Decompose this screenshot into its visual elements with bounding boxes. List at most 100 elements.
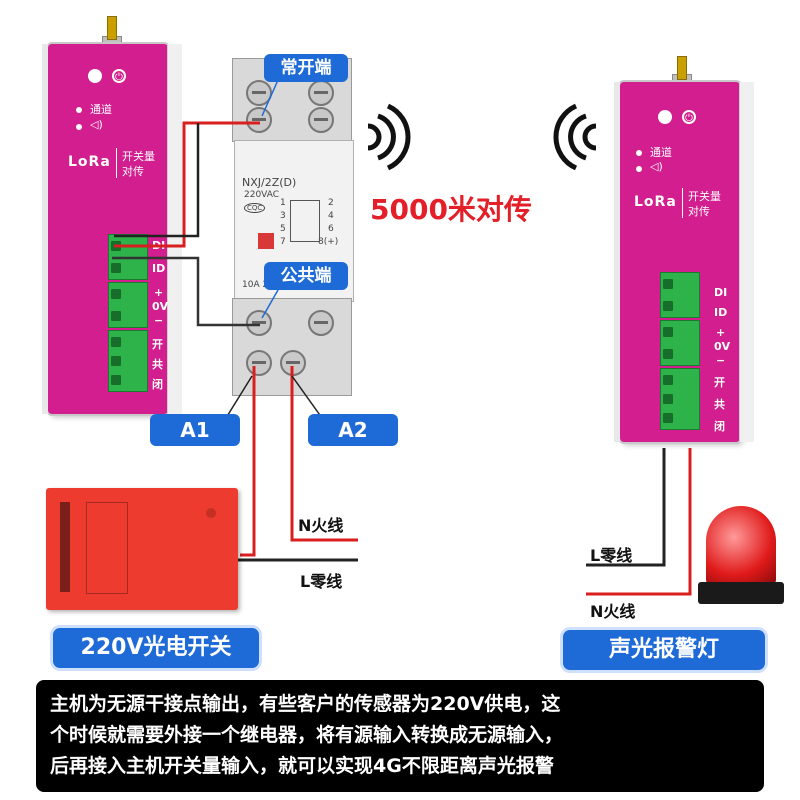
callout-a1-pointer [225, 375, 253, 419]
power-icon: ⏻ [112, 69, 126, 83]
relay-pin-4: 4 [328, 211, 334, 221]
side-label-common: 共 [714, 398, 725, 411]
terminal-screw [111, 263, 121, 273]
terminal-block-power [108, 282, 148, 328]
relay-pin-3: 3 [280, 211, 286, 221]
label-photoelectric-switch: 220V光电开关 [50, 625, 262, 671]
wire-label-left-l: L零线 [300, 572, 343, 591]
relay-screw-top-right [308, 107, 334, 133]
channel-label: 通道 [650, 146, 672, 159]
sensor-mount-hole [206, 508, 216, 518]
relay-pin-2: 2 [328, 198, 334, 208]
terminal-block-relay [660, 368, 700, 430]
right-lora-module: ⏻ 通道 ◁) LoRa 开关量 对传 DI ID + 0V − 开 共 闭 [614, 82, 754, 442]
relay-pin-7: 7 [280, 237, 286, 247]
side-label-close: 闭 [152, 378, 163, 391]
signal-icon: ◁) [650, 160, 663, 173]
module-rail-left [614, 82, 620, 442]
side-label-plus: + [716, 326, 726, 339]
terminal-screw [663, 394, 673, 404]
alarm-dome [706, 506, 776, 584]
relay-voltage: 220VAC [244, 190, 280, 200]
channel-led-icon [636, 150, 642, 156]
relay-model: NXJ/2Z(D) [242, 176, 297, 189]
callout-a1: A1 [150, 414, 240, 446]
relay-pin-5: 5 [280, 224, 286, 234]
lora-logo: LoRa [634, 194, 677, 210]
right-antenna [677, 56, 687, 80]
wire-common [112, 256, 260, 327]
module-name-line2: 对传 [122, 165, 144, 178]
side-label-open: 开 [714, 376, 725, 389]
module-name-line1: 开关量 [688, 190, 721, 203]
module-name-line2: 对传 [688, 205, 710, 218]
module-rail-right [167, 44, 182, 414]
wire-right-black [586, 448, 666, 567]
power-led-icon [88, 69, 102, 83]
power-led-icon [658, 110, 672, 124]
wire-no-black [114, 123, 200, 238]
caption-line-1: 主机为无源干接点输出，有些客户的传感器为220V供电，这 [50, 693, 561, 715]
side-label-plus: + [154, 286, 164, 299]
relay-cert: CQC [244, 203, 266, 213]
wire-label-right-n: N火线 [590, 602, 636, 621]
side-label-minus: − [716, 354, 726, 367]
sensor-lens [60, 502, 70, 592]
relay-rating: 10A 25 [242, 280, 274, 290]
wire-a1-red [240, 366, 256, 557]
alarm-base [698, 582, 784, 604]
relay-screw-top-right2 [308, 80, 334, 106]
side-label-open: 开 [152, 338, 163, 351]
relay-pin-8: 8(+) [318, 237, 339, 247]
module-name-line1: 开关量 [122, 150, 155, 163]
relay-screw-top-left [246, 107, 272, 133]
relay-screw-mid-right [308, 310, 334, 336]
wifi-signal-icon-left [367, 103, 411, 171]
module-rail-right [739, 82, 754, 442]
wire-label-right-l: L零线 [590, 546, 633, 565]
relay-screw-a1 [246, 350, 272, 376]
wifi-signal-icon-right [553, 103, 597, 171]
caption-box: 主机为无源干接点输出，有些客户的传感器为220V供电，这 个时候就需要外接一个继… [36, 680, 764, 792]
terminal-screw [663, 327, 673, 337]
terminal-screw [111, 337, 121, 347]
wire-a2-red [290, 366, 358, 542]
sensor-panel [86, 502, 128, 594]
wire-right-red [586, 448, 692, 596]
headline-distance: 5000米对传 [370, 193, 532, 226]
left-antenna [107, 16, 117, 40]
side-label-id: ID [152, 262, 166, 275]
terminal-screw [111, 356, 121, 366]
alarm-light-icon [696, 500, 786, 608]
terminal-screw [111, 311, 121, 321]
channel-label: 通道 [90, 103, 112, 116]
callout-a2-pointer [291, 375, 323, 419]
channel-led-icon [76, 107, 82, 113]
relay-indicator [258, 233, 274, 249]
side-label-common: 共 [152, 358, 163, 371]
callout-no-pointer [261, 79, 279, 117]
terminal-screw [111, 375, 121, 385]
relay-screw-mid-left [246, 310, 272, 336]
callout-common-pointer [261, 289, 279, 319]
wire-label-left-n: N火线 [298, 516, 344, 535]
terminal-screw [663, 279, 673, 289]
wire-no-red [114, 121, 260, 248]
lora-logo: LoRa [68, 154, 111, 170]
photoelectric-sensor [46, 488, 238, 610]
side-label-id: ID [714, 306, 728, 319]
terminal-screw [663, 375, 673, 385]
relay-pin-1: 1 [280, 198, 286, 208]
caption-line-3: 后再接入主机开关量输入，就可以实现4G不限距离声光报警 [50, 755, 554, 777]
callout-a2: A2 [308, 414, 398, 446]
signal-led-icon [636, 166, 642, 172]
module-divider [682, 188, 683, 218]
side-label-di: DI [714, 286, 728, 299]
terminal-screw [111, 289, 121, 299]
callout-normally-open: 常开端 [264, 54, 348, 82]
relay-contact-diagram [290, 200, 320, 242]
side-label-close: 闭 [714, 420, 725, 433]
side-label-0v: 0V [714, 340, 731, 353]
module-divider [116, 148, 117, 178]
callout-common: 公共端 [264, 262, 348, 290]
